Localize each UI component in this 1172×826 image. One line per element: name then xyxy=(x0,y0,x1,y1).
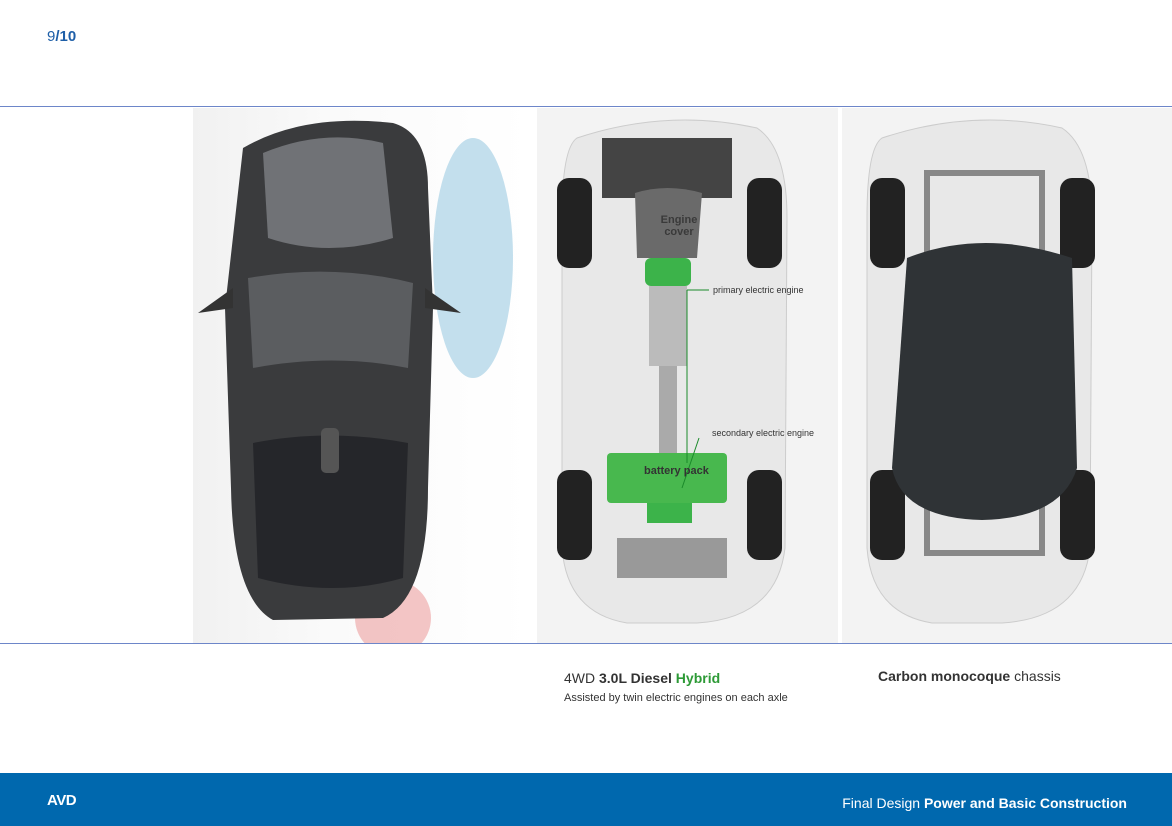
caption-4wd: 4WD xyxy=(564,670,599,686)
chassis-caption: Carbon monocoque chassis xyxy=(878,668,1061,684)
car-exterior-image xyxy=(193,108,530,643)
caption-engine: 3.0L Diesel xyxy=(599,670,676,686)
footer-title-bold: Power and Basic Construction xyxy=(923,795,1127,811)
caption-carbon: Carbon monocoque xyxy=(878,668,1011,684)
page-number: 9/10 xyxy=(47,28,76,45)
footer-bar xyxy=(0,773,1172,826)
primary-engine-label: primary electric engine xyxy=(713,285,804,295)
secondary-engine-label: secondary electric engine xyxy=(712,428,815,438)
footer-title-light: Final Design xyxy=(842,795,924,811)
caption-hybrid: Hybrid xyxy=(675,670,721,686)
powertrain-diagram: Engine cover primary electric engine sec… xyxy=(537,108,838,643)
footer-title: Final Design Power and Basic Constructio… xyxy=(842,795,1127,811)
avd-logo: AVD xyxy=(47,792,77,809)
battery-pack-label: battery pack xyxy=(644,465,709,477)
page-current: 9 xyxy=(47,28,56,45)
page-sep: / xyxy=(55,28,60,45)
powertrain-caption: 4WD 3.0L Diesel Hybrid xyxy=(564,670,720,686)
caption-chassis: chassis xyxy=(1010,668,1061,684)
page-total: 10 xyxy=(59,28,77,45)
chassis-image xyxy=(842,108,1172,643)
top-rule xyxy=(0,106,1172,107)
bottom-rule xyxy=(0,643,1172,644)
engine-cover-label: Engine cover xyxy=(660,214,698,238)
powertrain-subcaption: Assisted by twin electric engines on eac… xyxy=(564,692,788,704)
